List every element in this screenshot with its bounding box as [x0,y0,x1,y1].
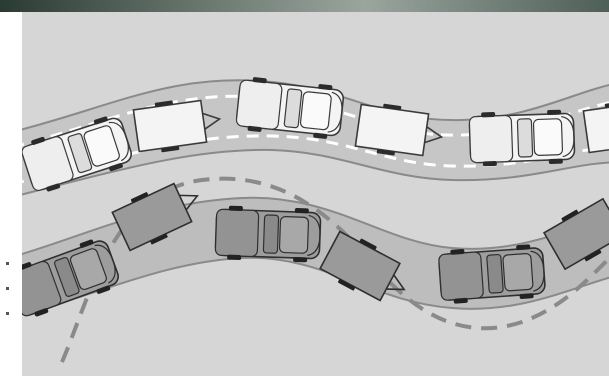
white-truck-2 [235,76,344,141]
white-truck-3 [469,109,575,167]
header-photo-band [0,0,609,12]
gray-truck-3 [438,243,546,304]
trailer-turning-diagram [22,12,609,376]
margin-dot-marks [0,262,10,322]
margin-dot [6,287,9,290]
margin-dot [6,312,9,315]
gray-truck-2 [215,205,321,263]
margin-dot [6,262,9,265]
